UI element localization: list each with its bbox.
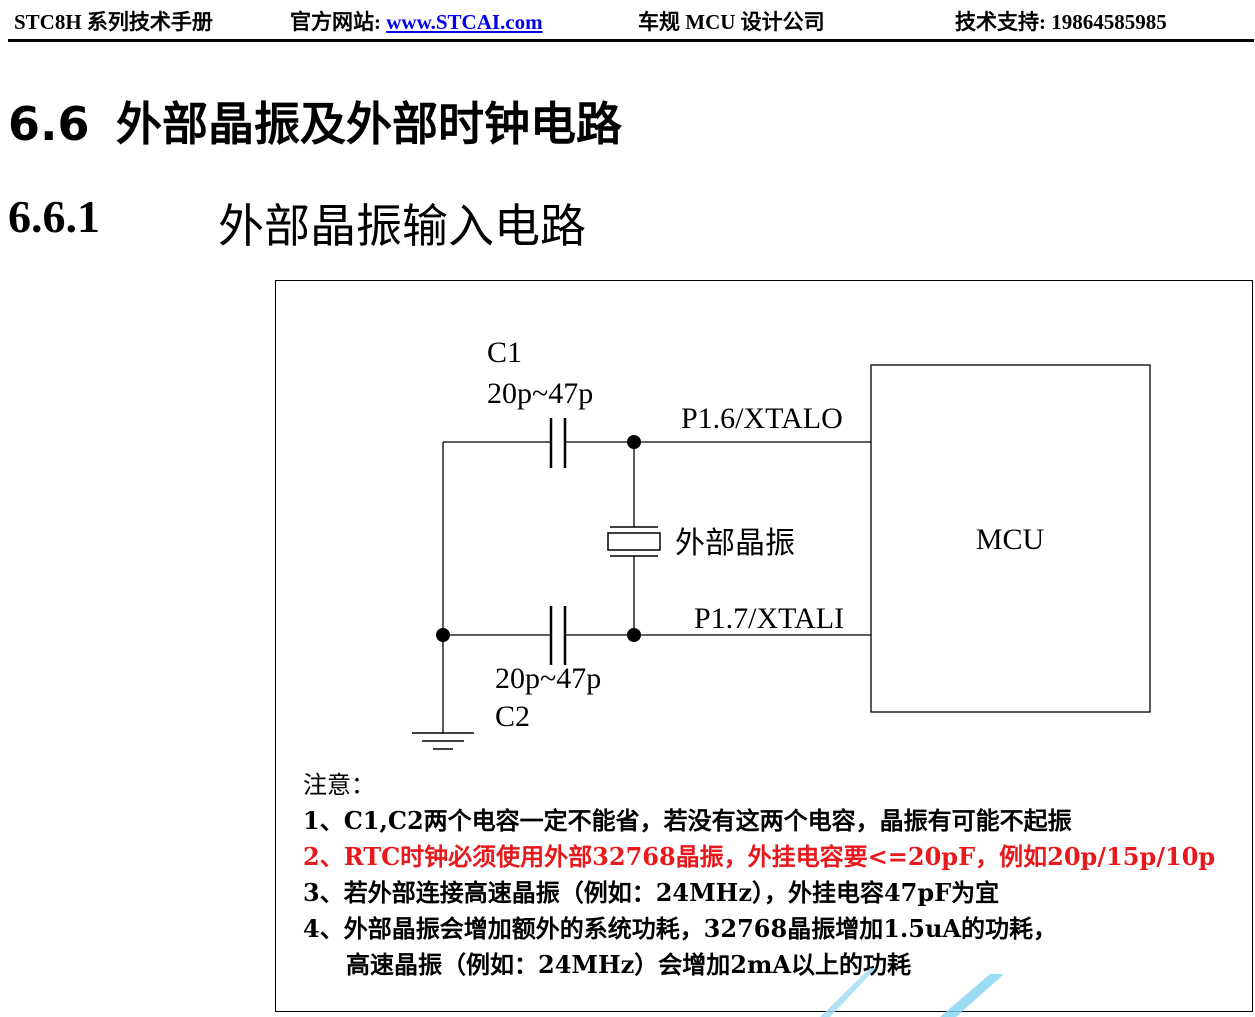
c1-name-label: C1 [487, 336, 522, 369]
crystal-symbol [607, 526, 661, 557]
ground-icon [412, 732, 474, 750]
junction-xtali [627, 628, 641, 642]
junction-xtalo [627, 435, 641, 449]
capacitor-c1 [549, 418, 567, 468]
notes-block: 注意： 1、C1,C2两个电容一定不能省，若没有这两个电容，晶振有可能不起振 2… [303, 767, 1215, 983]
mcu-label: MCU [976, 523, 1045, 556]
header-divider [8, 39, 1254, 42]
note-item-4: 4、外部晶振会增加额外的系统功耗，32768晶振增加1.5uA的功耗， [303, 914, 1058, 943]
manual-title: STC8H 系列技术手册 [14, 10, 213, 34]
section-title: 外部晶振及外部时钟电路 [116, 97, 622, 151]
subsection-title: 外部晶振输入电路 [218, 199, 586, 253]
support-phone: 技术支持: 19864585985 [955, 10, 1167, 34]
crystal-label: 外部晶振 [675, 526, 795, 561]
note-item-4-continued: 高速晶振（例如：24MHz）会增加2mA以上的功耗 [346, 950, 911, 979]
subsection-number: 6.6.1 [8, 191, 100, 242]
figure-frame [275, 280, 1253, 1012]
c2-name-label: C2 [495, 700, 530, 733]
pin-xtali-label: P1.7/XTALI [694, 602, 844, 635]
capacitor-c2 [549, 606, 567, 665]
company-tagline: 车规 MCU 设计公司 [638, 10, 825, 34]
site-label: 官方网站: [290, 10, 387, 34]
section-heading: 6.6 外部晶振及外部时钟电路 [8, 88, 622, 154]
official-site: 官方网站: www.STCAI.com [290, 6, 543, 36]
c2-value-label: 20p~47p [495, 662, 601, 695]
c1-value-label: 20p~47p [487, 377, 593, 410]
notes-title: 注意： [303, 771, 375, 799]
junction-ground [436, 628, 450, 642]
mcu-block [870, 364, 1151, 713]
note-item-2: 2、RTC时钟必须使用外部32768晶振，外挂电容要<=20pF，例如20p/1… [303, 842, 1216, 871]
junction-dots [436, 435, 641, 642]
site-link[interactable]: www.STCAI.com [386, 10, 543, 34]
watermark-logo [820, 968, 1004, 1017]
section-number: 6.6 [8, 97, 90, 151]
pin-xtalo-label: P1.6/XTALO [681, 402, 843, 435]
note-item-1: 1、C1,C2两个电容一定不能省，若没有这两个电容，晶振有可能不起振 [303, 806, 1072, 835]
note-item-3: 3、若外部连接高速晶振（例如：24MHz），外挂电容47pF为宜 [303, 878, 1000, 907]
